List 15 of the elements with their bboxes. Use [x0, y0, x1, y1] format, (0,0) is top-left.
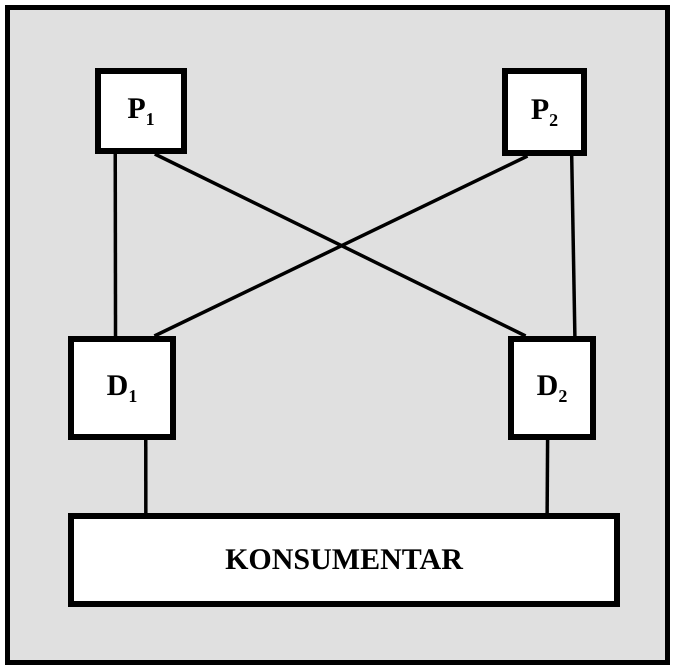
node-label: P$_{1}$: [127, 92, 155, 130]
process-box: [508, 336, 596, 440]
outer-frame: [5, 5, 670, 665]
process-box: [502, 68, 587, 156]
process-box: [95, 68, 187, 154]
process-box: [68, 336, 176, 440]
connector-line: [144, 440, 148, 513]
node-label: KONSUMENTAR: [225, 543, 463, 577]
connector-line: [570, 156, 577, 336]
node-label: P$_{2}$: [530, 93, 558, 131]
node-label: D$_{1}$: [106, 369, 138, 407]
process-box: [68, 513, 620, 607]
node-label: D$_{2}$: [536, 369, 568, 407]
connector-line: [545, 440, 550, 514]
connector-line: [114, 154, 118, 336]
